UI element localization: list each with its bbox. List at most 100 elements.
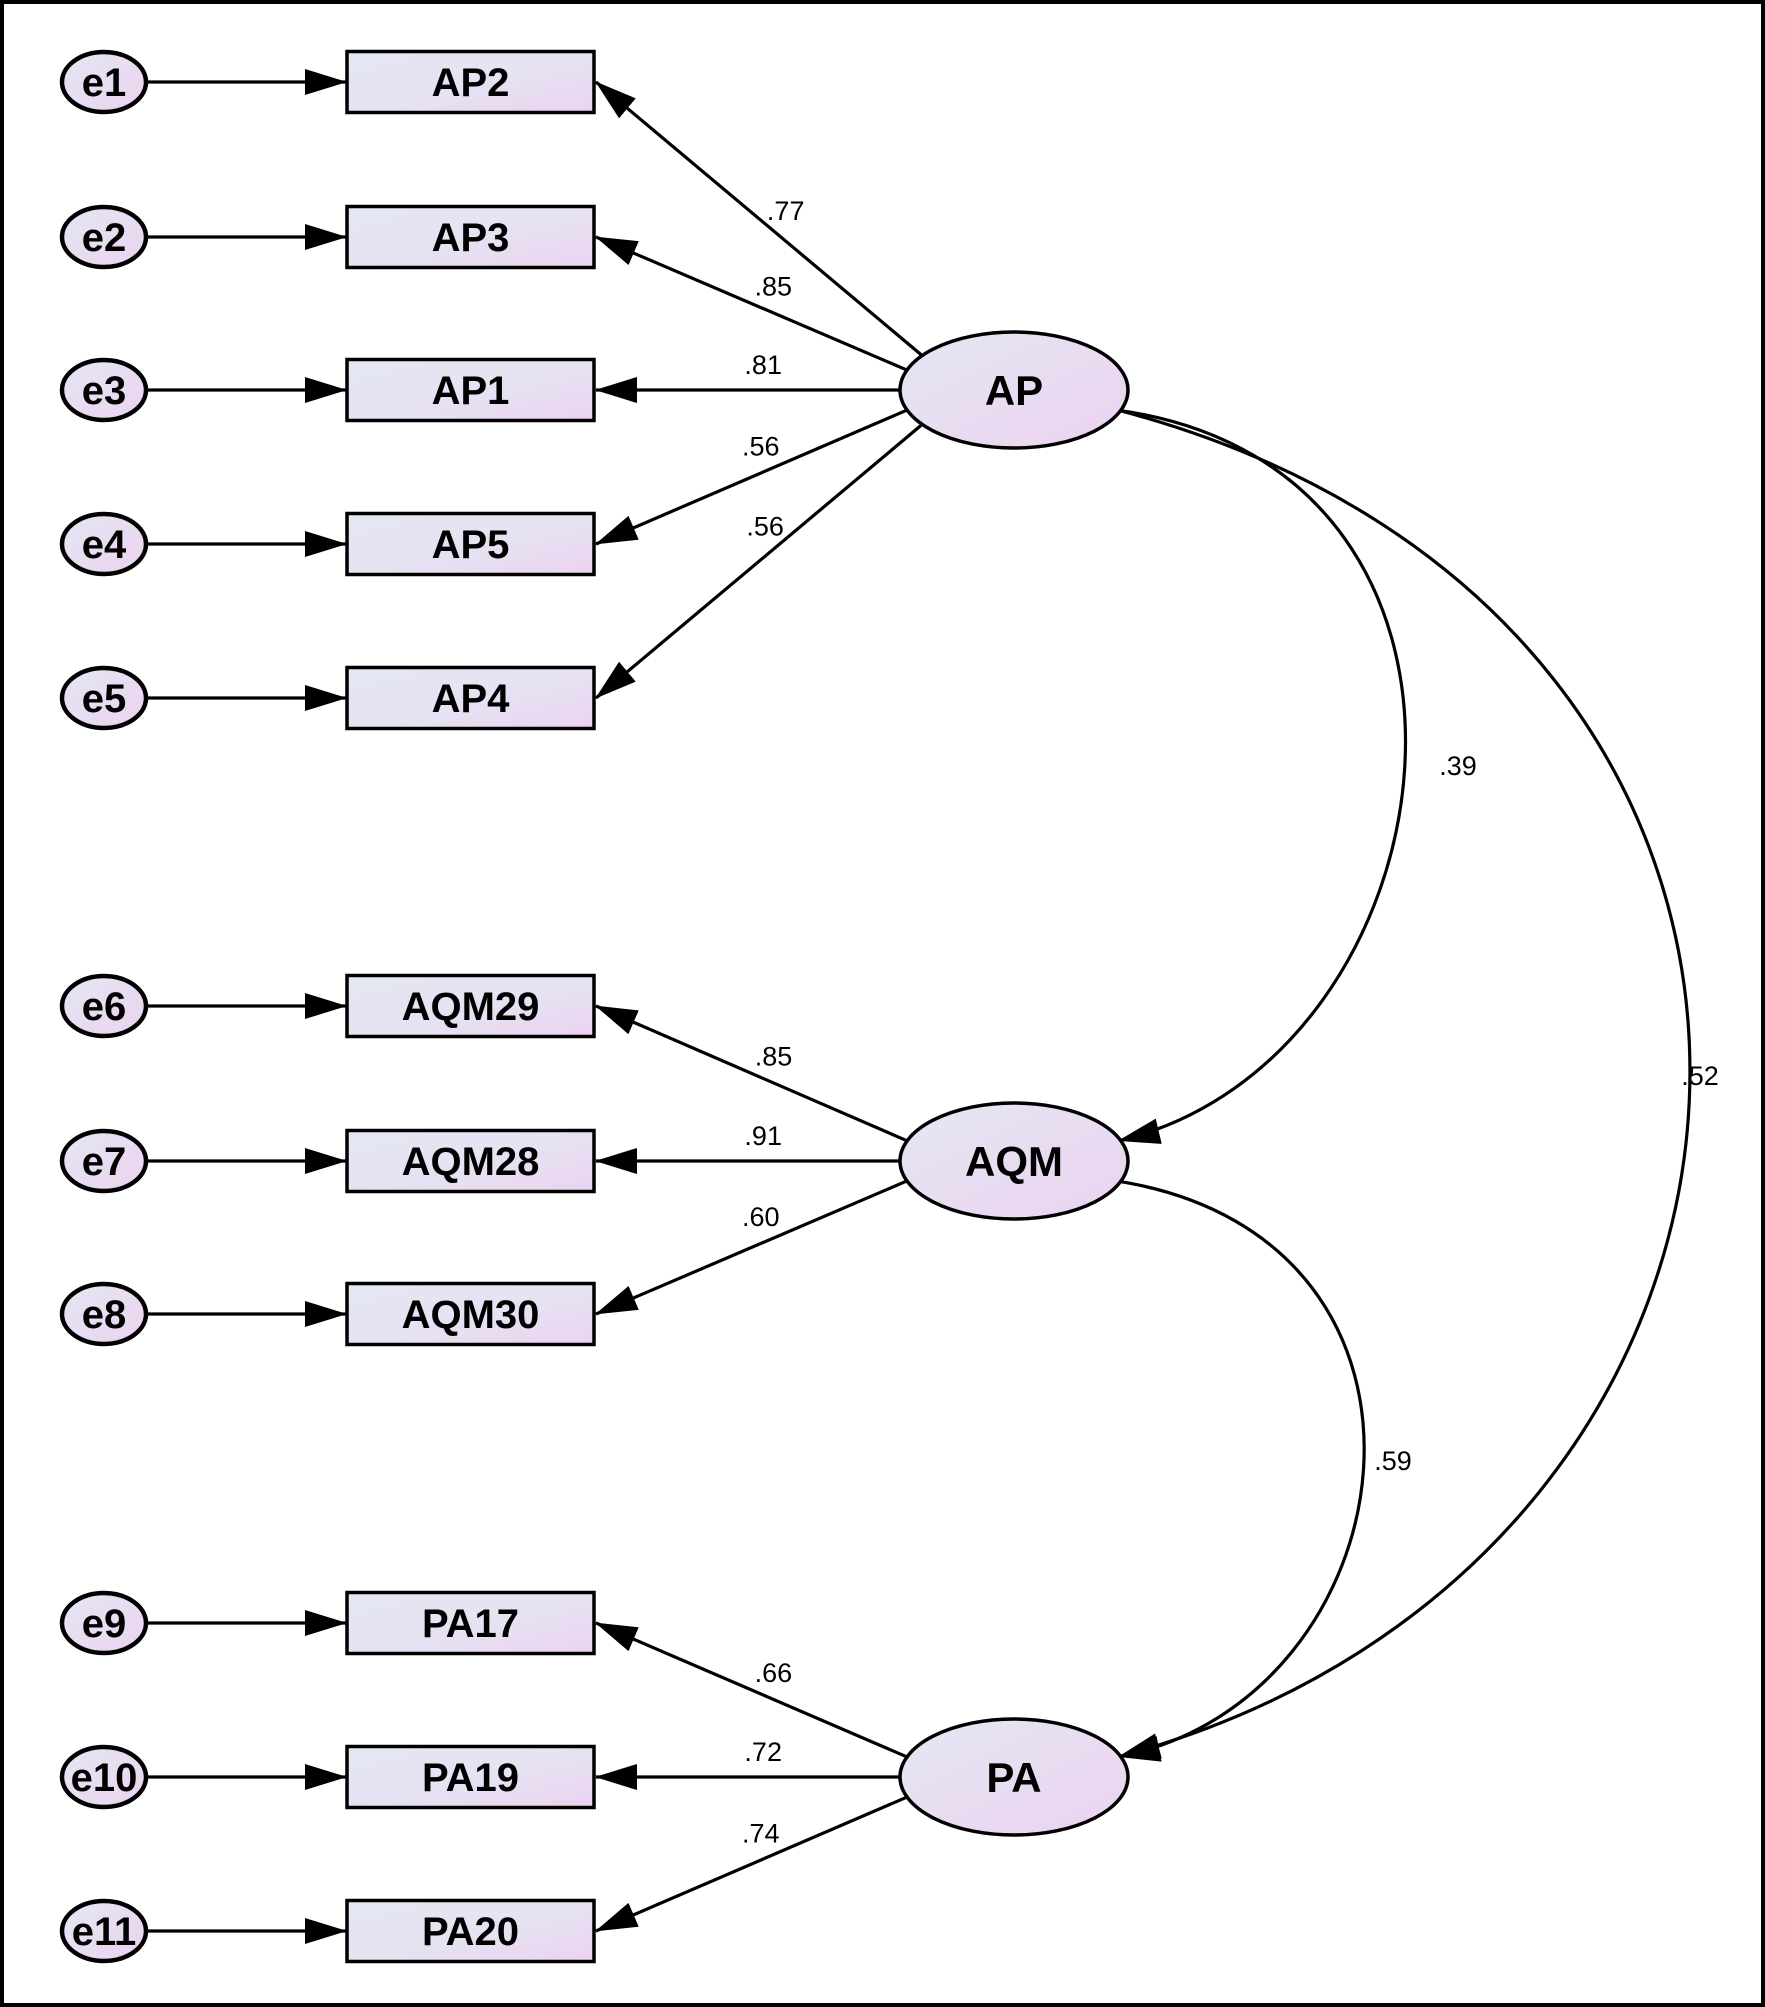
correlation-value-ap-aqm: .39: [1439, 751, 1477, 781]
indicator-box: [345, 1590, 596, 1656]
error-node-e8: e8: [59, 1281, 149, 1347]
error-node-e1: e1: [59, 49, 149, 115]
indicator-node-ap2: AP2: [345, 49, 596, 115]
latent-ellipse: [898, 1717, 1130, 1837]
error-label: e7: [82, 1140, 127, 1184]
error-label: e4: [82, 523, 127, 567]
latent-node-aqm: AQM: [898, 1101, 1130, 1221]
loading-value-aqm-aqm30: .60: [742, 1202, 780, 1232]
loading-value-pa-pa17: .66: [755, 1658, 793, 1688]
latent-ellipse: [898, 1101, 1130, 1221]
indicator-box: [345, 1744, 596, 1810]
loading-value-ap-ap5: .56: [742, 432, 780, 462]
indicator-node-pa17: PA17: [345, 1590, 596, 1656]
indicator-box: [345, 357, 596, 423]
indicator-label: AP1: [432, 369, 510, 413]
labels-layer: .77.85.81.56.56.85.91.60.66.72.74.39.52.…: [742, 196, 1719, 1848]
loading-path-pa-pa17: [595, 1621, 908, 1759]
error-node-e6: e6: [59, 973, 149, 1039]
indicator-box: [345, 1281, 596, 1347]
indicator-node-ap3: AP3: [345, 204, 596, 270]
indicator-node-ap5: AP5: [345, 511, 596, 577]
indicator-label: AQM30: [402, 1293, 540, 1337]
indicator-label: PA17: [422, 1602, 519, 1646]
loading-value-pa-pa20: .74: [742, 1819, 780, 1849]
correlation-arc-ap-aqm: [1076, 391, 1408, 1144]
indicator-node-aqm29: AQM29: [345, 973, 596, 1039]
loading-value-aqm-aqm28: .91: [744, 1121, 782, 1151]
error-label: e3: [82, 369, 127, 413]
loading-path-aqm-aqm30: [595, 1179, 908, 1316]
loading-value-ap-ap2: .77: [767, 196, 805, 226]
error-label: e5: [82, 677, 127, 721]
error-ellipse: [59, 204, 149, 270]
edges-layer: [146, 69, 1692, 1944]
error-node-e2: e2: [59, 204, 149, 270]
error-label: e10: [71, 1756, 138, 1800]
indicator-box: [345, 511, 596, 577]
error-label: e6: [82, 985, 127, 1029]
latent-label: AP: [985, 367, 1043, 414]
loading-path-ap-ap2: [594, 80, 924, 357]
error-ellipse: [59, 1898, 149, 1964]
indicator-node-pa20: PA20: [345, 1898, 596, 1964]
error-ellipse: [59, 973, 149, 1039]
nodes-layer: e1e2e3e4e5e6e7e8e9e10e11AP2AP3AP1AP5AP4A…: [59, 49, 1130, 1964]
latent-ellipse: [898, 330, 1130, 450]
indicator-node-ap1: AP1: [345, 357, 596, 423]
indicator-box: [345, 204, 596, 270]
latent-node-pa: PA: [898, 1717, 1130, 1837]
indicator-label: AP5: [432, 523, 510, 567]
indicator-box: [345, 973, 596, 1039]
error-node-e7: e7: [59, 1128, 149, 1194]
indicator-label: AP3: [432, 216, 510, 260]
correlation-value-aqm-pa: .59: [1374, 1446, 1412, 1476]
indicator-label: PA20: [422, 1910, 519, 1954]
indicator-box: [345, 665, 596, 731]
error-label: e2: [82, 216, 127, 260]
loading-path-ap-ap3: [595, 235, 908, 372]
loading-value-aqm-aqm29: .85: [755, 1041, 793, 1071]
loading-path-aqm-aqm29: [595, 1004, 908, 1143]
error-node-e10: e10: [59, 1744, 149, 1810]
correlation-arc-ap-pa: [1075, 387, 1692, 1759]
indicator-node-ap4: AP4: [345, 665, 596, 731]
indicator-node-aqm28: AQM28: [345, 1128, 596, 1194]
error-ellipse: [59, 357, 149, 423]
indicator-label: AQM28: [402, 1140, 540, 1184]
error-ellipse: [59, 511, 149, 577]
indicator-box: [345, 1898, 596, 1964]
latent-label: AQM: [965, 1138, 1063, 1185]
indicator-label: AQM29: [402, 985, 540, 1029]
error-ellipse: [59, 49, 149, 115]
loading-value-pa-pa19: .72: [744, 1737, 782, 1767]
loading-value-ap-ap3: .85: [755, 271, 793, 301]
error-node-e11: e11: [59, 1898, 149, 1964]
loading-path-ap-ap5: [595, 408, 908, 546]
indicator-node-pa19: PA19: [345, 1744, 596, 1810]
error-ellipse: [59, 1744, 149, 1810]
error-label: e1: [82, 61, 127, 105]
error-label: e11: [72, 1910, 137, 1954]
error-label: e8: [82, 1293, 127, 1337]
indicator-label: PA19: [422, 1756, 519, 1800]
indicator-label: AP2: [432, 61, 510, 105]
error-node-e5: e5: [59, 665, 149, 731]
error-label: e9: [82, 1602, 127, 1646]
error-ellipse: [59, 1590, 149, 1656]
error-node-e9: e9: [59, 1590, 149, 1656]
loading-path-ap-ap4: [594, 423, 924, 700]
correlation-value-ap-pa: .52: [1681, 1061, 1719, 1091]
loading-value-ap-ap1: .81: [744, 350, 782, 380]
correlation-arc-aqm-pa: [1076, 1161, 1366, 1762]
error-node-e4: e4: [59, 511, 149, 577]
error-ellipse: [59, 665, 149, 731]
latent-node-ap: AP: [898, 330, 1130, 450]
indicator-node-aqm30: AQM30: [345, 1281, 596, 1347]
indicator-label: AP4: [432, 677, 511, 721]
error-ellipse: [59, 1128, 149, 1194]
error-node-e3: e3: [59, 357, 149, 423]
error-ellipse: [59, 1281, 149, 1347]
